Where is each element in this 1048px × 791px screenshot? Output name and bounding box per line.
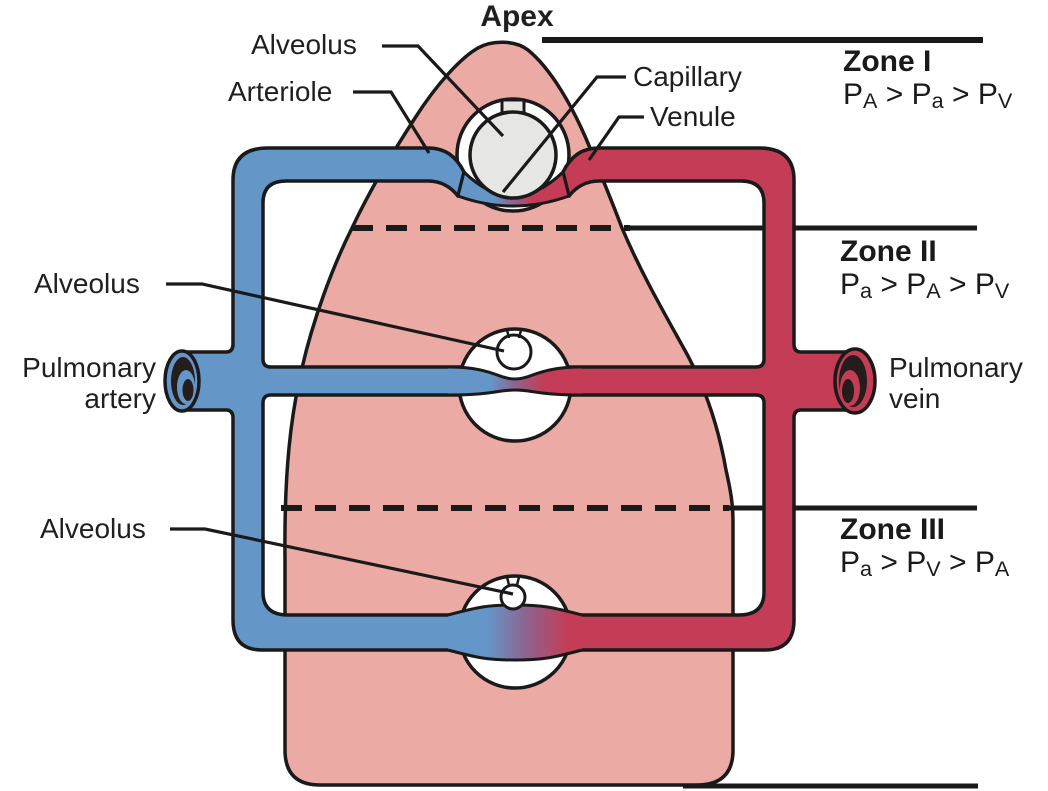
zone-1-title: Zone I <box>843 45 932 78</box>
pulmonary-vein-network <box>555 146 854 652</box>
zone-3-formula: Pa > PV > PA <box>840 546 1010 581</box>
bottom-alveolus-neck <box>505 576 521 586</box>
zone-1-block: Zone I PA > Pa > PV <box>843 46 1012 113</box>
leader-alveolus-middle <box>166 282 505 353</box>
venule-label: Venule <box>650 101 736 132</box>
pulmonary-vein-label-line1: Pulmonary <box>889 352 1023 383</box>
zone-2-block: Zone II Pa > PA > PV <box>840 236 1009 303</box>
arteriole-label: Arteriole <box>228 76 333 107</box>
bottom-alveolus-sac <box>499 583 527 611</box>
pulmonary-artery-label: Pulmonary artery <box>0 352 156 414</box>
pulmonary-artery-opening <box>163 349 201 413</box>
zone-2-formula: Pa > PA > PV <box>840 268 1010 303</box>
alveolus-middle-label: Alveolus <box>34 268 140 299</box>
bottom-capillary <box>448 605 582 660</box>
zone-3-block: Zone III Pa > PV > PA <box>840 514 1009 581</box>
leader-arteriole <box>353 90 431 154</box>
middle-alveolus-neck <box>505 329 523 339</box>
middle-capillary-outline <box>447 365 583 397</box>
capillary-label: Capillary <box>633 61 742 92</box>
middle-capillary <box>448 367 582 395</box>
leader-alveolus-bottom <box>170 527 514 596</box>
alveolus-bottom-label: Alveolus <box>40 513 146 544</box>
zone-3-title: Zone III <box>840 513 945 546</box>
leader-venule <box>587 115 644 161</box>
alveolus-top-label: Alveolus <box>251 29 357 60</box>
top-alveolus-body <box>468 110 558 200</box>
middle-alveolus-sac <box>495 333 533 371</box>
zone-1-formula: PA > Pa > PV <box>843 78 1013 113</box>
pulmonary-artery-network <box>184 146 472 652</box>
pulmonary-artery-label-line2: artery <box>84 383 156 414</box>
leader-capillary <box>501 75 626 194</box>
pulmonary-vein-opening <box>833 347 877 415</box>
apex-label: Apex <box>480 0 554 33</box>
pulmonary-artery-label-line1: Pulmonary <box>22 352 156 383</box>
pulmonary-vein-label: Pulmonary vein <box>889 352 1023 414</box>
leader-alveolus-top <box>382 44 505 138</box>
pulmonary-vein-label-line2: vein <box>889 383 941 414</box>
zone-2-title: Zone II <box>840 235 937 268</box>
